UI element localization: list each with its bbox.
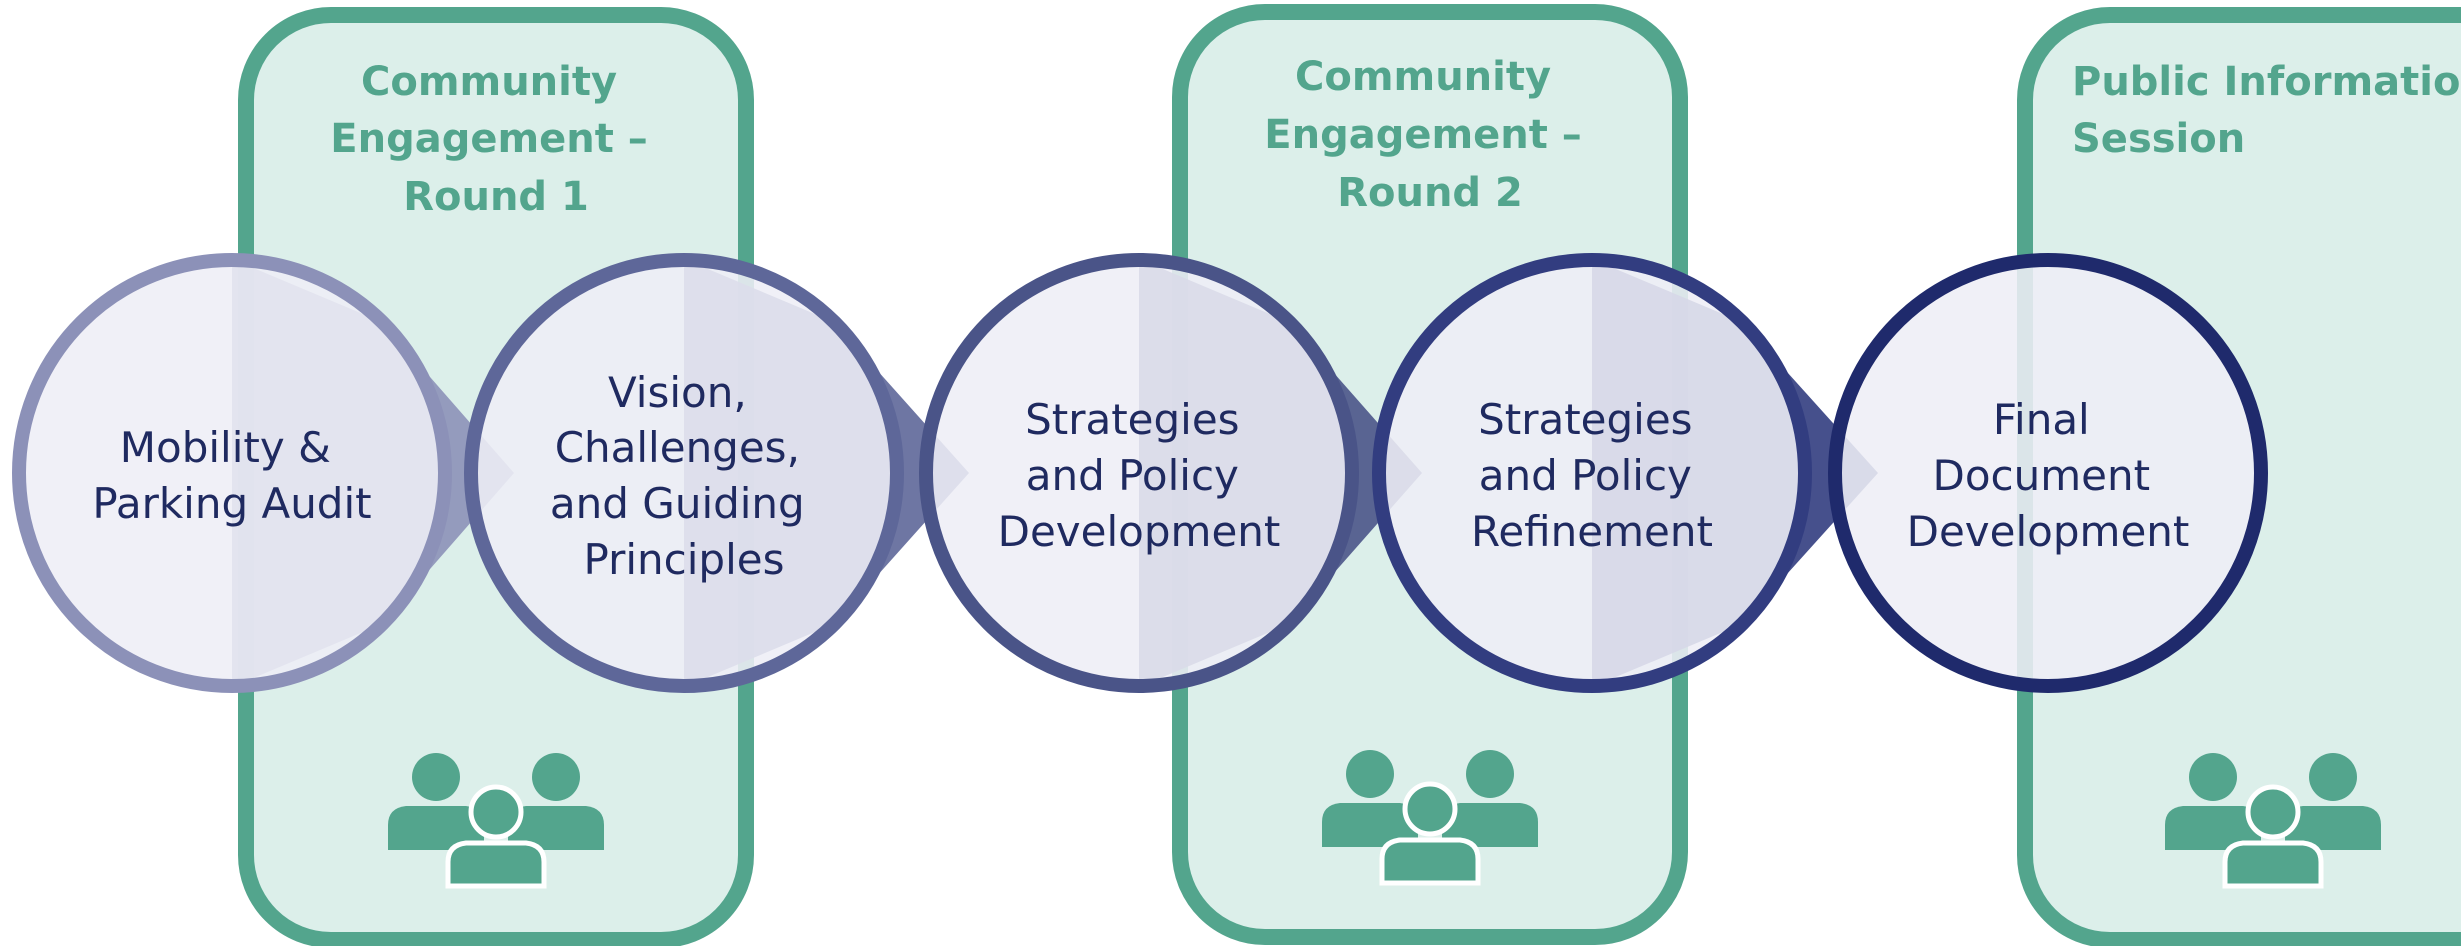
person-shape	[2309, 753, 2357, 801]
person-shape	[1442, 803, 1538, 847]
step-label-line: Refinement	[1471, 507, 1713, 556]
step-label: Strategies and Policy Development	[998, 395, 1281, 556]
panel-title: Public Information Session	[2072, 59, 2461, 162]
step-mobility-parking-audit: Mobility & Parking Audit	[12, 253, 452, 693]
person-shape	[1402, 781, 1458, 837]
step-label-line: Strategies	[1025, 395, 1240, 444]
step-label-line: Parking Audit	[92, 479, 371, 528]
people-group-icon	[2165, 753, 2381, 889]
step-vision-challenges-principles: Vision, Challenges, and Guiding Principl…	[464, 253, 904, 693]
person-shape	[2245, 784, 2301, 840]
step-label-line: and Policy	[1026, 451, 1239, 500]
step-strategies-policy-refinement: Strategies and Policy Refinement	[1372, 253, 1812, 693]
panel-title-line: Community	[361, 59, 617, 105]
step-label: Vision, Challenges, and Guiding Principl…	[550, 368, 818, 584]
panel-title-line: Community	[1295, 54, 1551, 100]
person-shape	[2285, 806, 2381, 850]
person-shape	[532, 753, 580, 801]
person-shape	[1346, 750, 1394, 798]
step-circle	[1828, 253, 2268, 693]
step-label-line: Development	[1907, 507, 2190, 556]
panel-title-line: Round 2	[1337, 170, 1523, 216]
step-label-line: and Guiding	[550, 479, 805, 528]
step-label-line: Vision,	[608, 368, 747, 417]
step-circle	[1372, 253, 1812, 693]
step-label-line: Strategies	[1478, 395, 1693, 444]
person-shape	[445, 840, 547, 889]
panel-title-line: Round 1	[403, 174, 589, 220]
person-shape	[508, 806, 604, 850]
panel-title-line: Session	[2072, 116, 2245, 162]
step-strategies-policy-development: Strategies and Policy Development	[919, 253, 1359, 693]
person-shape	[1466, 750, 1514, 798]
person-shape	[1379, 837, 1481, 886]
panel-title: Community Engagement – Round 2	[1264, 54, 1595, 216]
person-shape	[388, 806, 484, 850]
step-label-line: and Policy	[1479, 451, 1692, 500]
panel-title-line: Engagement –	[330, 116, 648, 162]
step-label: Final Document Development	[1907, 395, 2190, 556]
person-shape	[2222, 840, 2324, 889]
person-shape	[468, 784, 524, 840]
step-label-line: Document	[1933, 451, 2151, 500]
step-label: Mobility & Parking Audit	[92, 423, 371, 528]
panel-title: Community Engagement – Round 1	[330, 59, 661, 220]
person-shape	[2189, 753, 2237, 801]
person-shape	[1322, 803, 1418, 847]
step-final-document-development: Final Document Development	[1828, 253, 2268, 693]
step-circle	[464, 253, 904, 693]
step-label-line: Development	[998, 507, 1281, 556]
people-group-icon	[1322, 750, 1538, 886]
step-label-line: Challenges,	[555, 423, 800, 472]
person-shape	[412, 753, 460, 801]
people-group-icon	[388, 753, 604, 889]
panel-title-line: Engagement –	[1264, 112, 1582, 158]
person-shape	[2165, 806, 2261, 850]
step-label-line: Principles	[584, 535, 785, 584]
step-circle	[919, 253, 1359, 693]
step-circle	[12, 253, 452, 693]
step-label-line: Final	[1993, 395, 2090, 444]
step-label-line: Mobility &	[120, 423, 331, 472]
step-label: Strategies and Policy Refinement	[1471, 395, 1713, 556]
panel-title-line: Public Information	[2072, 59, 2461, 105]
